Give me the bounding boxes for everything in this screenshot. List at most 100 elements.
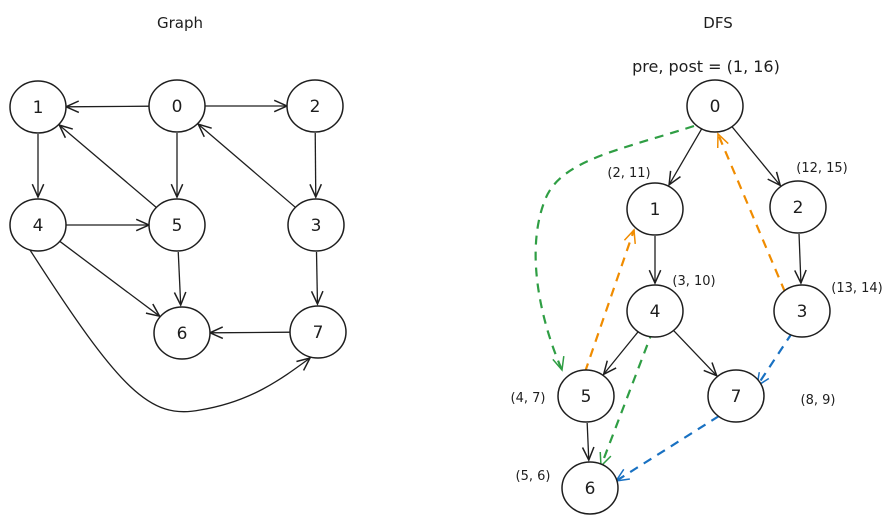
tree-edge-0-to-1-arrowhead: [668, 170, 681, 187]
node-circle: [686, 79, 744, 133]
edge-5-to-1-arrowhead: [57, 123, 73, 139]
dfs-node-4[interactable]: 4: [626, 284, 684, 338]
dfs-node-7[interactable]: 7: [707, 369, 765, 423]
node-label: 6: [585, 479, 596, 499]
node-label: 3: [797, 302, 808, 322]
node-label: 1: [650, 200, 661, 220]
dfs-node-1[interactable]: 1: [626, 182, 684, 236]
edge-3-to-0-arrowhead: [196, 123, 212, 138]
back-edge-5-to-1: [583, 229, 636, 373]
prepost-label-6: (5, 6): [516, 469, 551, 484]
dfs-nodes: 0 1 (2, 11) 2 (12, 15) 3 (13, 14) 4 (3, 10) 5 (4, …: [511, 79, 883, 515]
prepost-label-2: (12, 15): [796, 161, 848, 176]
graph-node-3[interactable]: 3: [287, 198, 345, 252]
tree-edge-4-to-7-arrowhead: [703, 362, 718, 378]
back-edge-3-to-0-arrowhead: [716, 132, 729, 149]
forward-edge-0-to-5: [534, 124, 695, 371]
tree-edge-4-to-5-arrowhead: [602, 360, 617, 376]
tree-edge-4-to-5: [603, 331, 639, 375]
edge-0-to-1: [65, 105, 151, 108]
prepost-label-4: (3, 10): [672, 274, 715, 289]
tree-edge-1-to-4-arrowhead: [648, 269, 662, 285]
graph-node-5[interactable]: 5: [148, 198, 206, 252]
prepost-label-1: (2, 11): [607, 166, 650, 181]
node-label: 1: [33, 98, 44, 118]
node-label: 2: [793, 198, 804, 218]
node-label: 5: [581, 387, 592, 407]
node-circle: [9, 198, 67, 252]
node-circle: [707, 369, 765, 423]
graph-node-7[interactable]: 7: [289, 305, 347, 359]
edge-2-to-3-arrowhead: [309, 183, 323, 199]
back-edge-5-to-1-arrowhead: [623, 228, 636, 245]
node-label: 4: [650, 302, 661, 322]
node-label: 7: [731, 387, 742, 407]
node-label: 3: [311, 216, 322, 236]
tree-edge-4-to-7: [673, 330, 718, 377]
graph-node-6[interactable]: 6: [153, 306, 211, 360]
edge-4-to-6-arrowhead: [145, 303, 162, 318]
edge-5-to-6-arrowhead: [173, 291, 187, 307]
edge-1-to-4-arrowhead: [31, 183, 45, 199]
node-label: 4: [33, 216, 44, 236]
tree-edge-2-to-3-arrowhead: [794, 269, 807, 285]
cross-edge-3-to-7: [756, 332, 793, 387]
edge-4-to-7: [29, 249, 311, 413]
node-circle: [286, 79, 344, 133]
node-circle: [626, 284, 684, 338]
forward-edge-0-to-5-arrowhead: [552, 356, 565, 372]
dfs-node-6[interactable]: 6: [561, 461, 619, 515]
node-label: 5: [172, 216, 183, 236]
dfs-title: DFS: [703, 14, 732, 32]
prepost-label-5: (4, 7): [511, 391, 546, 406]
dfs-node-5[interactable]: 5: [557, 369, 615, 423]
node-circle: [626, 182, 684, 236]
node-circle: [153, 306, 211, 360]
tree-edge-5-to-6: [586, 422, 590, 461]
tree-edge-0-to-2-arrowhead: [767, 171, 782, 187]
dfs-node-0[interactable]: 0: [686, 79, 744, 133]
dfs-node-2[interactable]: 2: [769, 180, 827, 234]
tree-edge-2-to-3: [798, 233, 802, 284]
node-circle: [148, 198, 206, 252]
graph-node-1[interactable]: 1: [9, 80, 67, 134]
edge-3-to-7-arrowhead: [310, 290, 324, 306]
graph-node-2[interactable]: 2: [286, 79, 344, 133]
prepost-label-7: (8, 9): [801, 393, 836, 408]
dfs-node-3[interactable]: 3: [773, 284, 831, 338]
root-prepost-annotation: pre, post = (1, 16): [632, 57, 780, 76]
node-label: 2: [310, 97, 321, 117]
back-edge-3-to-0: [716, 133, 787, 293]
node-label: 7: [313, 323, 324, 343]
node-circle: [773, 284, 831, 338]
edge-5-to-6: [177, 251, 182, 306]
cross-edge-7-to-6: [615, 415, 720, 482]
edge-2-to-3: [314, 132, 317, 198]
prepost-label-3: (13, 14): [831, 281, 883, 296]
node-label: 6: [177, 324, 188, 344]
tree-edge-0-to-2: [731, 126, 781, 186]
edge-5-to-1: [58, 124, 157, 209]
forward-edge-4-to-6: [599, 329, 655, 467]
node-circle: [557, 369, 615, 423]
node-circle: [9, 80, 67, 134]
node-circle: [769, 180, 827, 234]
graph-node-4[interactable]: 4: [9, 198, 67, 252]
node-circle: [287, 198, 345, 252]
node-label: 0: [710, 97, 721, 117]
left-graph-edges: [29, 99, 324, 413]
left-graph-nodes: 0 1 2 3 4 5 6 7: [9, 79, 347, 360]
node-circle: [289, 305, 347, 359]
node-circle: [148, 79, 206, 133]
graph-title: Graph: [157, 14, 203, 32]
edge-4-to-6: [59, 240, 160, 317]
edge-4-to-7-arrowhead: [296, 356, 312, 371]
dfs-edges: [534, 124, 807, 482]
graph-node-0[interactable]: 0: [148, 79, 206, 133]
edge-3-to-7: [315, 251, 319, 305]
edge-7-to-6: [209, 331, 292, 334]
tree-edge-5-to-6-arrowhead: [581, 446, 595, 462]
tree-edge-0-to-1: [668, 129, 702, 186]
node-label: 0: [172, 97, 183, 117]
